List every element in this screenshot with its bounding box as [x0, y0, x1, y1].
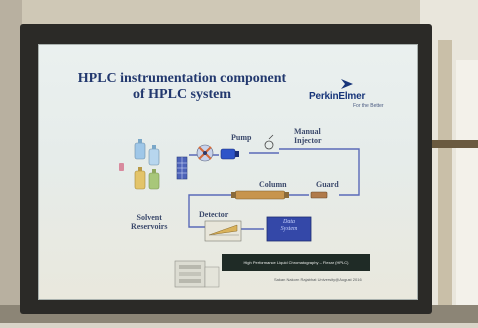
pump-valve	[196, 144, 214, 162]
hplc-diagram	[119, 134, 360, 288]
label-reservoirs-line1: Solvent	[136, 213, 162, 222]
instrument-photo	[174, 260, 220, 288]
label-reservoirs-line2: Reservoirs	[131, 222, 168, 231]
slide-title-line2: of HPLC system	[133, 87, 231, 102]
logo-arrow-icon	[341, 79, 353, 89]
pump-motor	[220, 148, 236, 160]
injector-valve	[264, 140, 274, 150]
pump-shaft	[235, 151, 239, 157]
solvent-bottles	[119, 139, 160, 190]
slide-title: HPLC instrumentation component of HPLC s…	[57, 71, 307, 103]
projected-slide: HPLC instrumentation component of HPLC s…	[38, 44, 418, 300]
label-data-line1: Data	[283, 219, 295, 225]
detector	[204, 220, 242, 242]
label-solvent-reservoirs: Solvent Reservoirs	[131, 213, 167, 231]
slide-title-line1: HPLC instrumentation component	[77, 71, 287, 86]
label-guard: Guard	[316, 180, 339, 189]
logo-name: PerkinElmer	[309, 91, 366, 102]
column	[234, 190, 286, 200]
logo-tagline: For the Better	[353, 103, 384, 109]
data-system-box	[266, 216, 312, 242]
label-pump: Pump	[231, 133, 252, 142]
label-detector: Detector	[199, 210, 229, 219]
label-data-line2: System	[280, 226, 298, 232]
label-data-system: Data System	[270, 219, 308, 233]
perkinelmer-logo: PerkinElmer For the Better	[309, 77, 385, 109]
label-manual-injector: Manual Injector	[294, 127, 322, 145]
slide-credit: Sakan Nakorn Rajabhat University@August …	[274, 277, 362, 282]
degasser-grid	[177, 157, 187, 179]
label-column: Column	[259, 180, 287, 189]
slide-banner: High Performance Liquid Chromatography –…	[222, 254, 370, 271]
guard-column	[310, 191, 328, 199]
label-injector-line1: Manual	[294, 127, 321, 136]
label-injector-line2: Injector	[294, 136, 322, 145]
